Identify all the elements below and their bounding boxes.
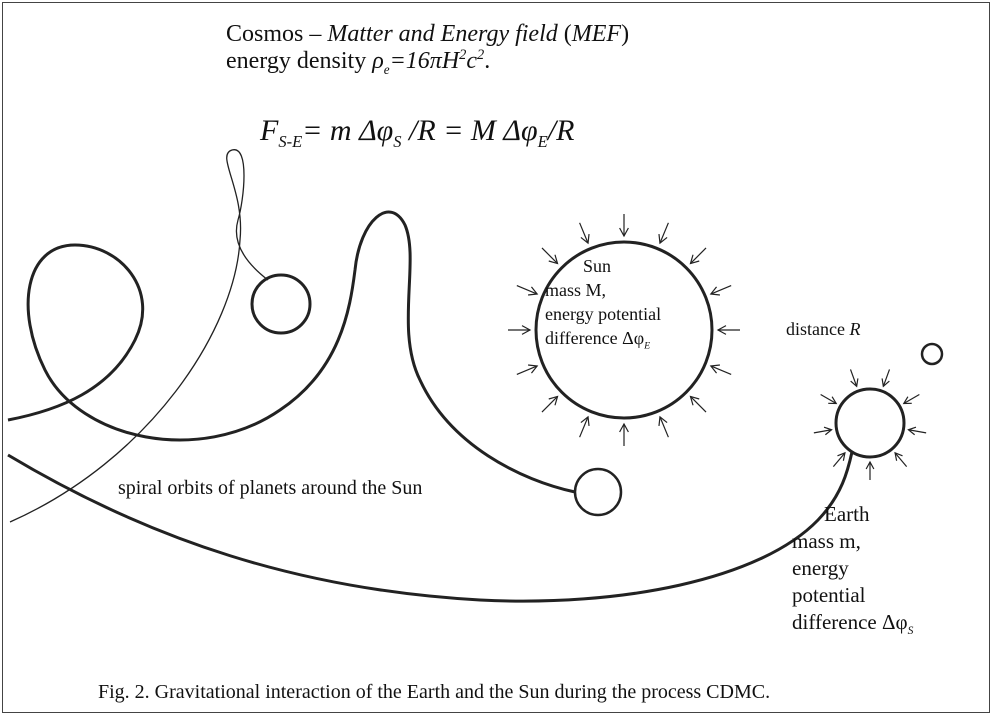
diagram-title: Cosmos – Matter and Energy field (MEF) <box>226 21 630 47</box>
earth-arrow <box>820 393 838 405</box>
sun-arrow <box>541 247 559 265</box>
sun-arrow <box>619 422 629 446</box>
figure-caption: Fig. 2. Gravitational interaction of the… <box>98 681 771 703</box>
sun-arrow <box>516 364 539 375</box>
planet-circle-upper <box>250 273 312 335</box>
small-body-circle <box>920 342 944 366</box>
sun-arrow <box>658 222 669 245</box>
sun-name: Sun <box>583 256 612 276</box>
sun-arrow <box>579 222 590 245</box>
sun-arrow <box>709 285 732 296</box>
sun-arrow <box>579 415 590 438</box>
sun-arrow <box>508 325 532 335</box>
thick-spiral-orbit <box>7 210 576 494</box>
sun-arrow <box>516 285 539 296</box>
sun-arrow <box>689 247 707 265</box>
planet-circle-lower <box>573 467 623 517</box>
earth-arrow <box>849 369 859 388</box>
earth-arrow <box>881 369 891 388</box>
sun-arrow <box>541 395 559 413</box>
sun-arrows <box>508 214 740 446</box>
sun-label: Sun mass M, energy potential difference … <box>545 254 725 359</box>
earth-arrow <box>894 451 908 468</box>
sun-arrow <box>689 395 707 413</box>
earth-label: Earth mass m, energy potential differenc… <box>792 501 972 645</box>
spiral-orbits-label: spiral orbits of planets around the Sun <box>118 477 423 499</box>
earth-arrow <box>865 460 875 480</box>
sun-arrow <box>619 214 629 238</box>
distance-label: distance R <box>786 319 861 339</box>
sun-circle <box>534 240 714 420</box>
earth-arrows <box>813 369 927 480</box>
earth-arrow <box>902 393 920 405</box>
thin-loop-orbit <box>9 149 269 523</box>
earth-orbit <box>7 451 854 603</box>
sun-arrow <box>709 364 732 375</box>
sun-arrow <box>716 325 740 335</box>
earth-circle <box>834 387 906 459</box>
earth-arrow <box>907 426 927 436</box>
earth-arrow <box>813 426 833 436</box>
sun-arrow <box>658 415 669 438</box>
earth-name: Earth <box>824 502 870 526</box>
force-formula: FS-E= m ΔφS /R = M ΔφE/R <box>260 114 575 151</box>
energy-density-label: energy density ρe=16πH2c2. <box>226 47 491 77</box>
earth-arrow <box>832 451 846 468</box>
